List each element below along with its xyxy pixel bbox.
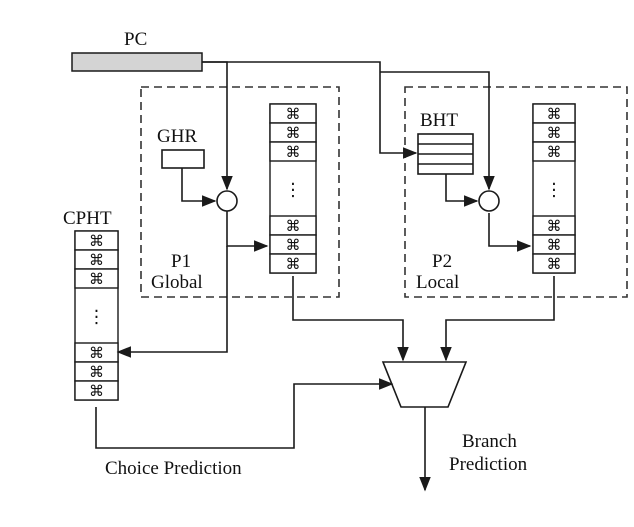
local-xor-to-table-wire bbox=[488, 213, 532, 252]
ghr-register bbox=[161, 149, 205, 169]
global-pht-counter-icon: ⌘ bbox=[286, 236, 301, 254]
global-pht-counter-icon: ⌘ bbox=[286, 217, 301, 235]
p1-label: P1 bbox=[171, 251, 191, 272]
index-to-cpht-wire bbox=[116, 246, 228, 358]
cpht-counter-icon: ⌘ bbox=[89, 363, 104, 381]
bht-label: BHT bbox=[420, 110, 458, 131]
local-pht-counter-icon: ⌘ bbox=[547, 143, 562, 161]
local-pht-counter-icon: ⌘ bbox=[547, 105, 562, 123]
local-pht-counter-cell bbox=[532, 141, 576, 162]
global-index-xor bbox=[216, 190, 238, 212]
cpht-counter-cell bbox=[74, 268, 119, 289]
p2-label: P2 bbox=[432, 251, 452, 272]
p2-local-region bbox=[404, 86, 628, 298]
local-pht-counter-icon: ⌘ bbox=[547, 255, 562, 273]
local-pht-counter-cell bbox=[532, 253, 576, 274]
global-pht-table: ⌘⌘⌘⋮⌘⌘⌘ bbox=[269, 103, 317, 274]
pc-register bbox=[71, 52, 203, 72]
local-pred-to-mux-wire bbox=[440, 276, 555, 362]
ghr-label: GHR bbox=[157, 126, 197, 147]
cpht-table: ⌘⌘⌘⋮⌘⌘⌘ bbox=[74, 230, 119, 401]
global-xor-to-table-wire bbox=[226, 211, 269, 252]
choice-prediction-label: Choice Prediction bbox=[105, 458, 242, 479]
cpht-counter-icon: ⌘ bbox=[89, 232, 104, 250]
p1-global-region bbox=[140, 86, 340, 298]
global-pht-counter-cell bbox=[269, 141, 317, 162]
cpht-counter-icon: ⌘ bbox=[89, 344, 104, 362]
local-pht-counter-icon: ⌘ bbox=[547, 236, 562, 254]
local-index-xor bbox=[478, 190, 500, 212]
cpht-label: CPHT bbox=[63, 208, 112, 229]
cpht-ellipsis: ⋮ bbox=[88, 307, 106, 328]
global-pht-counter-icon: ⌘ bbox=[286, 105, 301, 123]
pc-label: PC bbox=[124, 29, 147, 50]
local-pht-table: ⌘⌘⌘⋮⌘⌘⌘ bbox=[532, 103, 576, 274]
prediction-mux bbox=[381, 361, 468, 408]
pc-to-local-xor-wire bbox=[380, 71, 495, 191]
global-pht-counter-icon: ⌘ bbox=[286, 143, 301, 161]
cpht-counter-icon: ⌘ bbox=[89, 270, 104, 288]
pc-to-bht-wire bbox=[202, 61, 418, 159]
choice-prediction-wire bbox=[95, 378, 394, 449]
cpht-counter-icon: ⌘ bbox=[89, 251, 104, 269]
ghr-to-xor-wire bbox=[181, 168, 217, 207]
local-pht-counter-icon: ⌘ bbox=[547, 124, 562, 142]
global-label: Global bbox=[151, 272, 203, 293]
local-pht-counter-icon: ⌘ bbox=[547, 217, 562, 235]
local-pht-ellipsis: ⋮ bbox=[545, 180, 563, 201]
prediction-label: Prediction bbox=[449, 454, 528, 475]
global-pht-counter-icon: ⌘ bbox=[286, 124, 301, 142]
bht-to-xor-wire bbox=[445, 174, 479, 207]
pc-to-global-xor-wire bbox=[202, 61, 233, 191]
branch-label: Branch bbox=[462, 431, 517, 452]
global-pht-counter-cell bbox=[269, 253, 317, 274]
cpht-counter-cell bbox=[74, 380, 119, 401]
global-pred-to-mux-wire bbox=[292, 276, 409, 362]
local-label: Local bbox=[416, 272, 459, 293]
global-pht-ellipsis: ⋮ bbox=[284, 180, 302, 201]
bht-table bbox=[417, 133, 474, 175]
global-pht-counter-icon: ⌘ bbox=[286, 255, 301, 273]
cpht-counter-icon: ⌘ bbox=[89, 382, 104, 400]
